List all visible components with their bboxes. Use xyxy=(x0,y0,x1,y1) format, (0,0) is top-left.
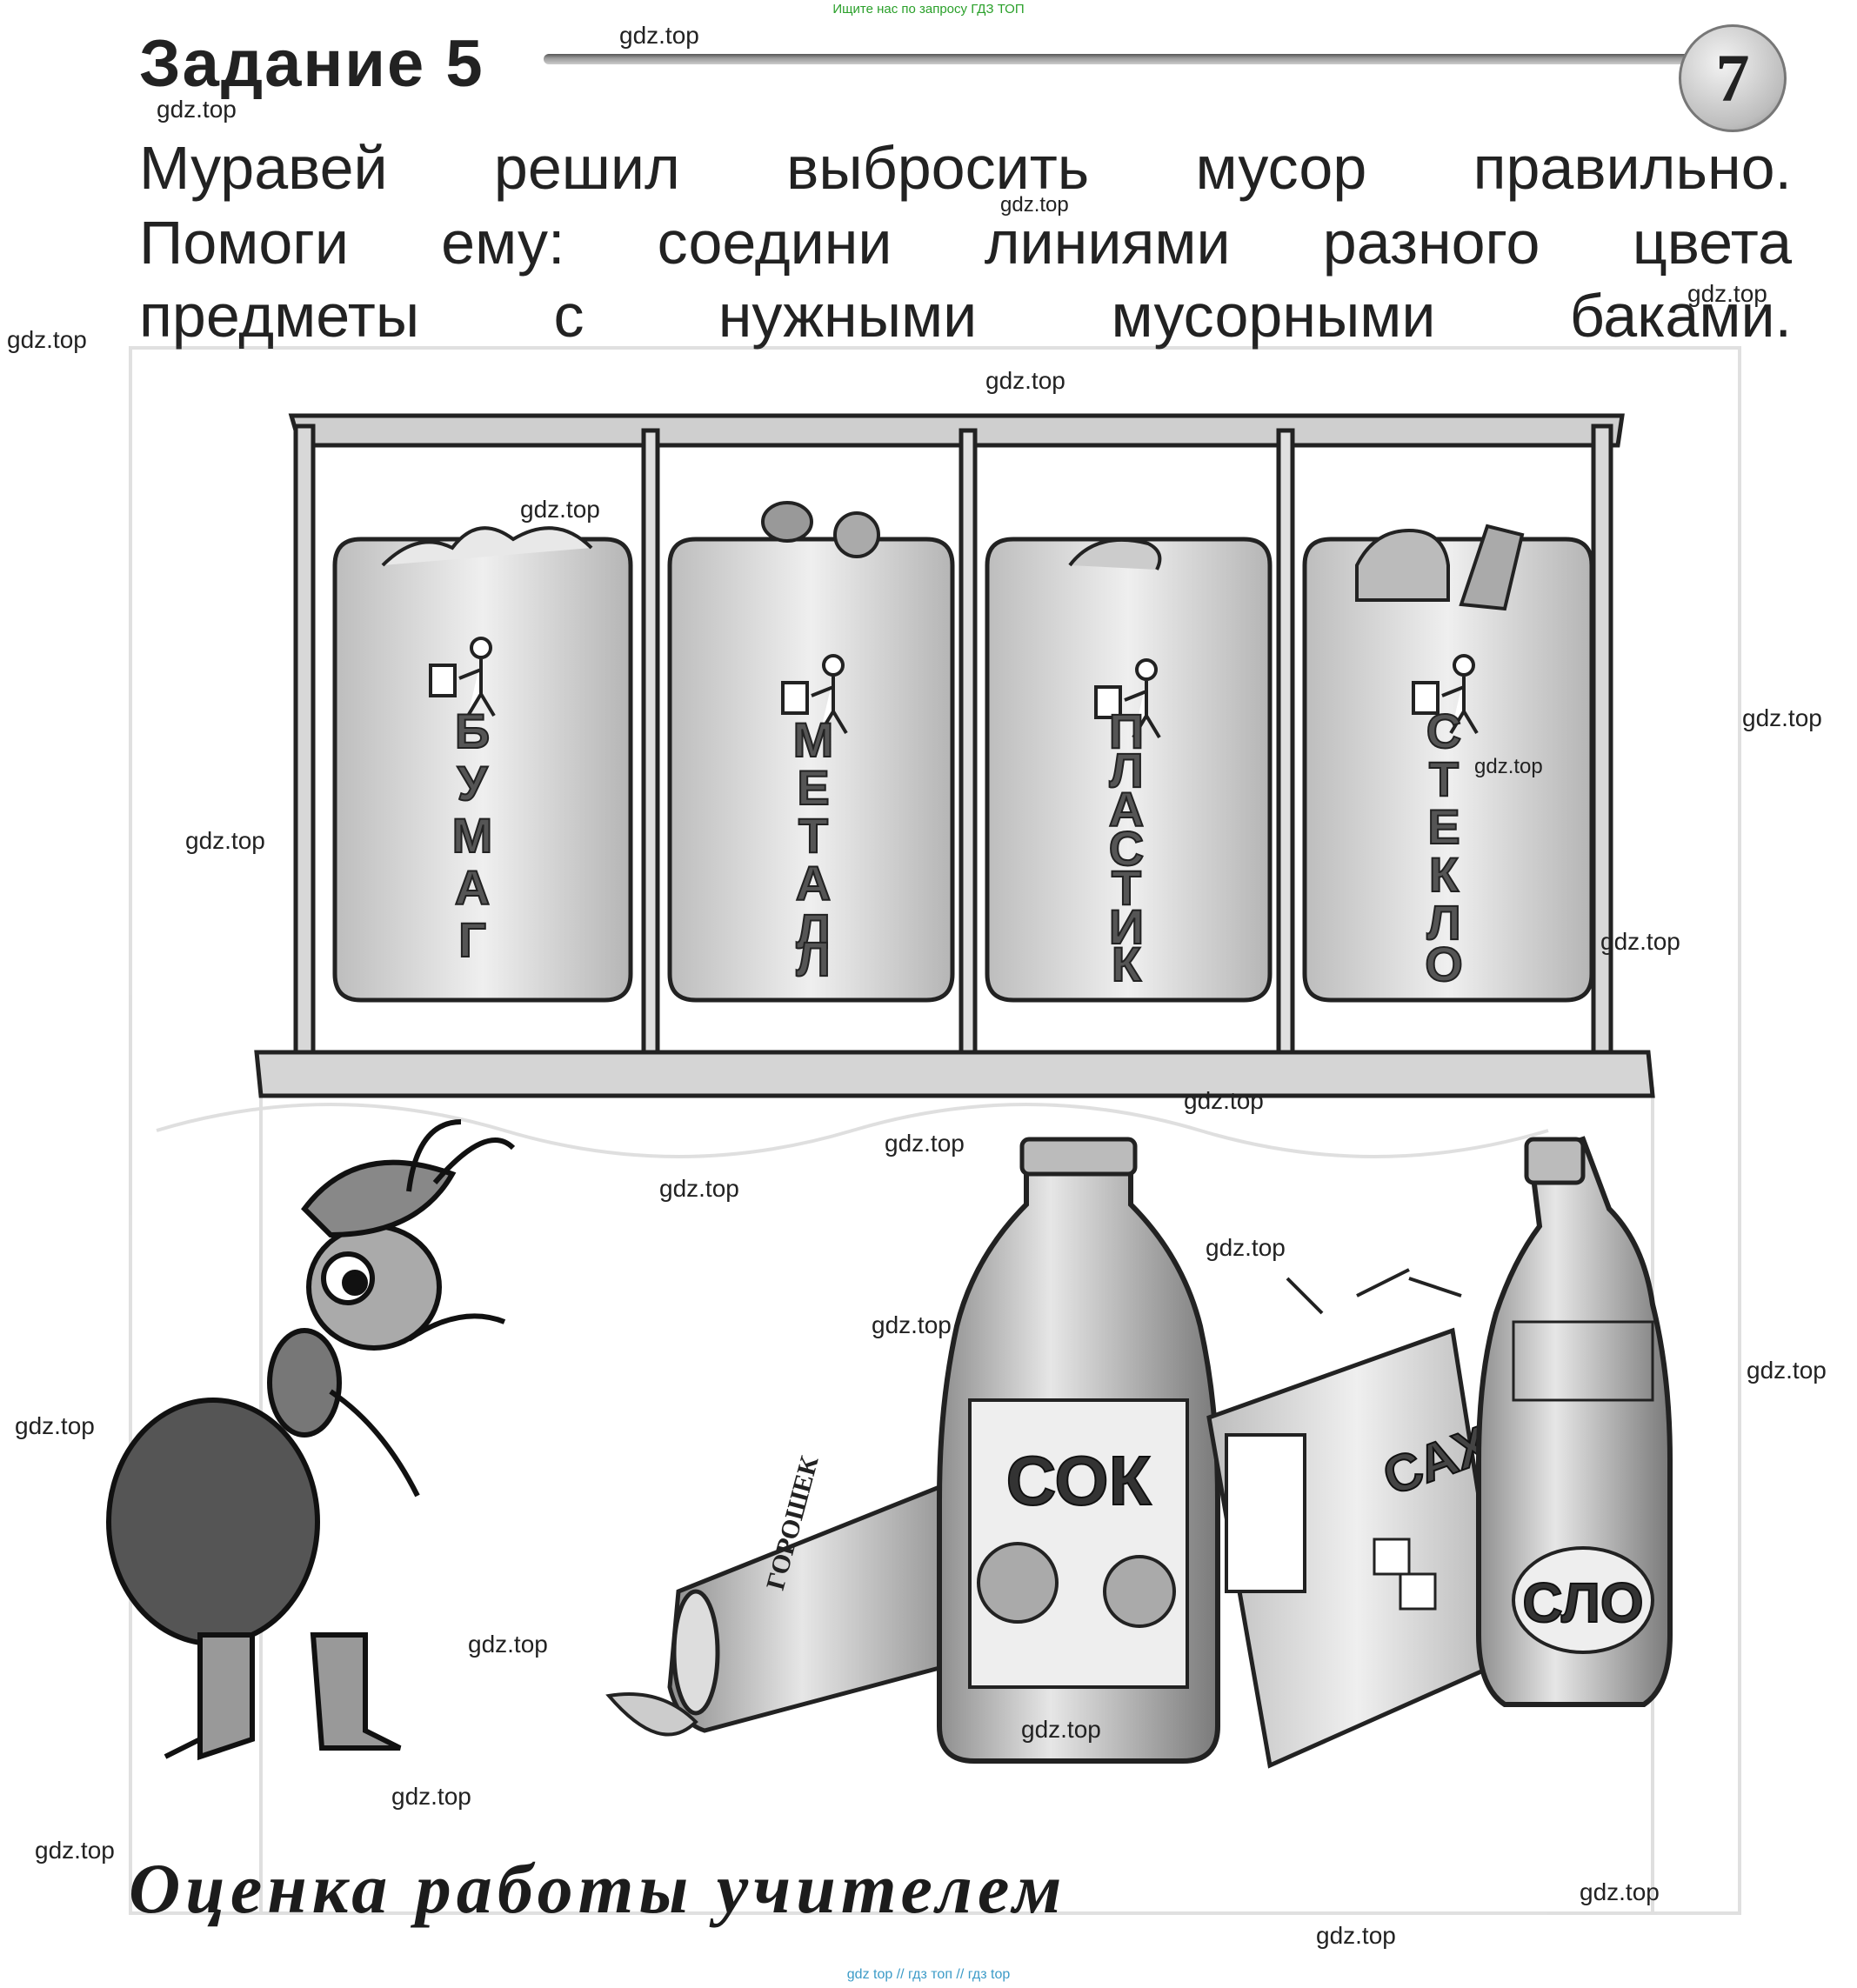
instruction-line-2: Помоги ему: соедини линиями разного цвет… xyxy=(139,209,1792,277)
letter: Л xyxy=(1109,743,1143,797)
watermark: gdz.top xyxy=(872,1311,952,1338)
watermark: gdz.top xyxy=(1687,280,1767,307)
title-divider xyxy=(544,54,1700,64)
watermark: gdz.top xyxy=(1747,1357,1827,1384)
letter: Л xyxy=(796,904,830,958)
bin-metal xyxy=(667,501,955,1003)
watermark: gdz.top xyxy=(1742,704,1822,731)
letter: С xyxy=(1109,821,1144,876)
letter: Т xyxy=(1429,751,1459,806)
letter: Л xyxy=(796,931,830,986)
letter: А xyxy=(1109,782,1144,837)
watermark: gdz.top xyxy=(1580,1878,1660,1905)
watermark: gdz.top xyxy=(1206,1234,1286,1261)
watermark: gdz.top xyxy=(659,1175,739,1202)
bin-label-glass: С Т Е К Л О xyxy=(1424,703,1464,992)
recycle-person-icon xyxy=(781,654,848,735)
bin-glass xyxy=(1302,524,1594,1003)
letter: У xyxy=(458,756,489,811)
page-number: 7 xyxy=(1715,40,1750,116)
bin-label-plastic: П Л А С Т И К xyxy=(1108,703,1145,992)
watermark: gdz.top xyxy=(520,496,600,523)
letter: А xyxy=(455,860,490,915)
task-title: Задание 5 xyxy=(139,27,484,101)
watermark: gdz.top xyxy=(1021,1716,1101,1743)
top-banner[interactable]: Ищите нас по запросу ГДЗ ТОП xyxy=(832,2,1025,17)
letter: С xyxy=(1426,704,1461,758)
letter: К xyxy=(1429,847,1460,902)
letter: Л xyxy=(1426,895,1460,950)
recycle-person-icon xyxy=(1094,658,1161,739)
bin-stand xyxy=(254,413,1655,1098)
recycle-person-icon xyxy=(429,637,496,717)
letter: Т xyxy=(798,808,828,863)
recycle-person-icon xyxy=(1412,654,1479,735)
watermark: gdz.top xyxy=(157,96,237,123)
letter: О xyxy=(1425,937,1463,991)
letter: Е xyxy=(797,760,829,815)
watermark: gdz.top xyxy=(1474,755,1543,778)
watermark: gdz.top xyxy=(1600,928,1680,955)
watermark: gdz.top xyxy=(1184,1087,1264,1114)
watermark: gdz.top xyxy=(985,367,1065,394)
letter: М xyxy=(793,712,834,767)
juice-bottle: СОК xyxy=(937,1137,1220,1764)
bin-label-metal: М Е Т А Л Л xyxy=(792,711,835,987)
watermark: gdz.top xyxy=(391,1783,471,1810)
instruction-line-1: Муравей решил выбросить мусор правильно. xyxy=(139,134,1792,202)
bin-paper xyxy=(332,526,633,1003)
watermark: gdz.top xyxy=(468,1631,548,1658)
bottom-banner[interactable]: gdz top // гдз топ // гдз top xyxy=(846,1967,1011,1982)
watermark: gdz.top xyxy=(1316,1922,1396,1949)
letter: Е xyxy=(1427,799,1460,854)
watermark: gdz.top xyxy=(885,1130,965,1157)
watermark: gdz.top xyxy=(185,827,265,854)
letter: М xyxy=(452,808,493,863)
ant-character xyxy=(106,1119,516,1761)
watermark: gdz.top xyxy=(35,1837,115,1864)
bin-label-paper: Б У М А Г А xyxy=(451,703,494,968)
watermark: gdz.top xyxy=(1000,193,1069,217)
letter: П xyxy=(1109,704,1144,758)
teacher-grade-caption: Оценка работы учителем xyxy=(129,1849,1067,1928)
letter: К xyxy=(1112,937,1142,991)
juice-label: СОК xyxy=(1006,1442,1152,1519)
letter: Б xyxy=(455,704,490,758)
bin-plastic xyxy=(985,537,1273,1003)
letter: Г xyxy=(458,912,486,967)
letter: А xyxy=(796,856,831,911)
letter: И xyxy=(1109,899,1144,954)
watermark: gdz.top xyxy=(619,22,699,49)
page-number-badge: 7 xyxy=(1679,24,1787,132)
oil-label: СЛО xyxy=(1522,1571,1643,1634)
watermark: gdz.top xyxy=(15,1412,95,1439)
instruction-line-3: предметы с нужными мусорными баками. xyxy=(139,282,1792,350)
oil-bottle: СЛО xyxy=(1476,1136,1673,1707)
watermark: gdz.top xyxy=(7,326,87,353)
letter: Т xyxy=(1112,860,1141,915)
